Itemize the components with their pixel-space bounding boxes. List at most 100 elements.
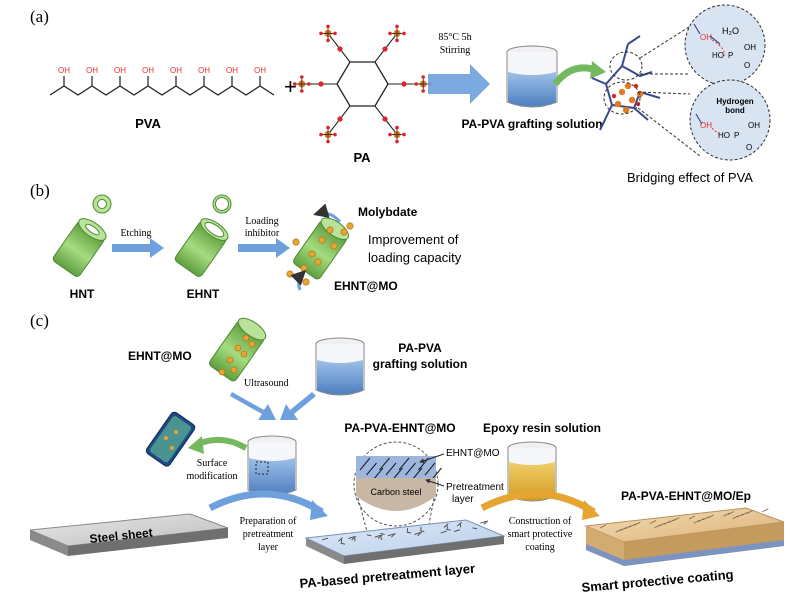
pa-o-atom	[326, 38, 330, 43]
fiber	[615, 528, 622, 533]
pa-o-atom	[326, 125, 330, 130]
fiber	[348, 536, 355, 540]
molybdate-particle	[318, 236, 326, 244]
plus-sign: +	[284, 74, 297, 99]
fiber	[741, 511, 749, 516]
pretreated-sheet: PA-based pretreatment layer	[299, 519, 506, 591]
pa-oxygen	[401, 81, 407, 87]
construct-line1: Construction of	[509, 516, 572, 527]
pva-oh-label: OH	[114, 66, 126, 75]
pva-oh-label: OH	[170, 66, 182, 75]
fiber	[707, 514, 714, 519]
fiber	[453, 529, 461, 533]
molybdate-particle	[302, 278, 310, 286]
molybdate-particle	[218, 368, 226, 376]
molybdate-particle	[326, 226, 334, 234]
fiber	[419, 530, 425, 533]
pa-ring	[336, 61, 389, 107]
hnt-label: HNT	[70, 287, 95, 301]
zoom-h2o-interaction: OH H₂O HO P OH O	[684, 4, 766, 86]
fiber	[366, 462, 377, 476]
reaction-temp-time: 85°C 5h	[438, 32, 471, 43]
molybdate-particle	[286, 270, 294, 278]
fiber	[668, 519, 675, 523]
pva-label: PVA	[135, 116, 161, 131]
surface-mod-arrow	[196, 436, 248, 451]
reaction-stirring: Stirring	[440, 45, 471, 56]
green-curved-arrow	[552, 64, 598, 87]
fiber	[440, 530, 447, 534]
fiber	[654, 524, 661, 529]
modified-tube	[145, 411, 196, 467]
ehnt-mo-tube: Molybdate EHNT@MO	[286, 203, 418, 293]
fiber	[446, 528, 451, 531]
molybdate-particle	[226, 356, 234, 364]
prep-line2: pretreatment	[243, 529, 294, 540]
panel-b-label: (b)	[30, 181, 50, 200]
fiber	[727, 511, 735, 515]
pva-oh-label: OH	[142, 66, 154, 75]
prep-line3: layer	[258, 542, 279, 553]
pa-oxygen	[382, 116, 388, 122]
molybdate-particle	[308, 250, 316, 258]
molybdate-particles-c	[218, 334, 256, 376]
pva-oh-label: OH	[58, 66, 70, 75]
fiber	[405, 462, 416, 476]
fiber	[414, 532, 421, 535]
improvement-line1: Improvement of	[368, 232, 459, 247]
pa-layer-label: PA-based pretreatment layer	[299, 561, 476, 591]
pa-oxygen	[318, 81, 324, 87]
fiber	[688, 515, 696, 520]
papva-label-line2: grafting solution	[373, 357, 468, 371]
zoom2-o: O	[746, 143, 752, 152]
final-product-label: PA-PVA-EHNT@MO/Ep	[621, 489, 751, 503]
fiber	[737, 513, 744, 518]
pva-pa-network	[591, 35, 661, 131]
ehnt-mo-label-c: EHNT@MO	[128, 349, 192, 363]
hydrogen-bond-line2: bond	[725, 106, 745, 115]
construct-line3: coating	[525, 542, 554, 553]
fiber	[417, 531, 423, 537]
fiber	[406, 531, 412, 534]
fiber	[359, 457, 371, 471]
fiber	[762, 508, 769, 513]
pa-o-atom	[421, 89, 426, 93]
fiber	[457, 521, 462, 527]
pva-oh-label: OH	[254, 66, 266, 75]
surface-mod-line1: Surface	[197, 458, 228, 469]
pretreatment-zoom: Carbon steel EHNT@MO Pretreatment layer	[353, 441, 504, 551]
fiber	[391, 533, 396, 538]
zoom2-ho: HO	[718, 131, 730, 140]
ehnt-label: EHNT	[187, 287, 220, 301]
fiber	[483, 520, 489, 525]
fiber	[321, 537, 329, 541]
fiber	[385, 462, 397, 476]
fiber	[480, 520, 487, 524]
panel-a-label: (a)	[30, 7, 49, 26]
fiber	[338, 537, 343, 542]
molybdate-particle	[248, 340, 256, 348]
pa-o-atom	[326, 24, 330, 29]
zoom1-p: P	[728, 51, 733, 60]
zoom1-o: O	[744, 61, 750, 70]
pa-pva-solution-label: PA-PVA grafting solution	[461, 117, 602, 131]
pa-o-atom	[326, 139, 330, 144]
zoom-hydrogen-bond: Hydrogen bond OH HO P OH O	[689, 79, 771, 161]
etching-label: Etching	[120, 228, 151, 239]
fiber	[634, 521, 641, 526]
construct-line2: smart protective	[508, 529, 573, 540]
prep-line1: Preparation of	[240, 516, 298, 527]
ehnt-mo-label-b: EHNT@MO	[334, 279, 398, 293]
pva-oh-label: OH	[86, 66, 98, 75]
fiber	[746, 510, 753, 514]
pa-oxygen	[337, 116, 343, 122]
pa-o-atom	[395, 125, 399, 130]
steel-sheet: Steel sheet	[29, 513, 229, 556]
fiber	[374, 534, 381, 538]
fiber	[351, 535, 357, 541]
pa-o-atom	[300, 89, 304, 93]
pa-o-atom	[319, 31, 323, 36]
molybdate-particle	[240, 350, 248, 358]
